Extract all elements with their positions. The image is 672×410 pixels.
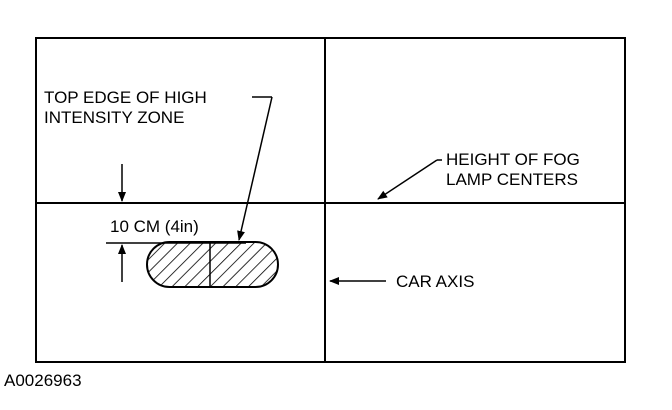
figure-id: A0026963: [4, 371, 82, 390]
fog-height-label-line2: LAMP CENTERS: [446, 170, 578, 189]
car-axis-label: CAR AXIS: [396, 272, 474, 291]
top-edge-leader-arrow: [237, 96, 273, 241]
fog-height-label-line1: HEIGHT OF FOG: [446, 150, 580, 169]
high-intensity-zone: [146, 241, 279, 288]
offset-dimension-label: 10 CM (4in): [110, 217, 199, 236]
top-edge-label-line2: INTENSITY ZONE: [44, 108, 184, 127]
top-edge-label-line1: TOP EDGE OF HIGH: [44, 88, 207, 107]
screen-frame: [35, 37, 626, 363]
fog-height-leader-arrow: [377, 159, 438, 200]
